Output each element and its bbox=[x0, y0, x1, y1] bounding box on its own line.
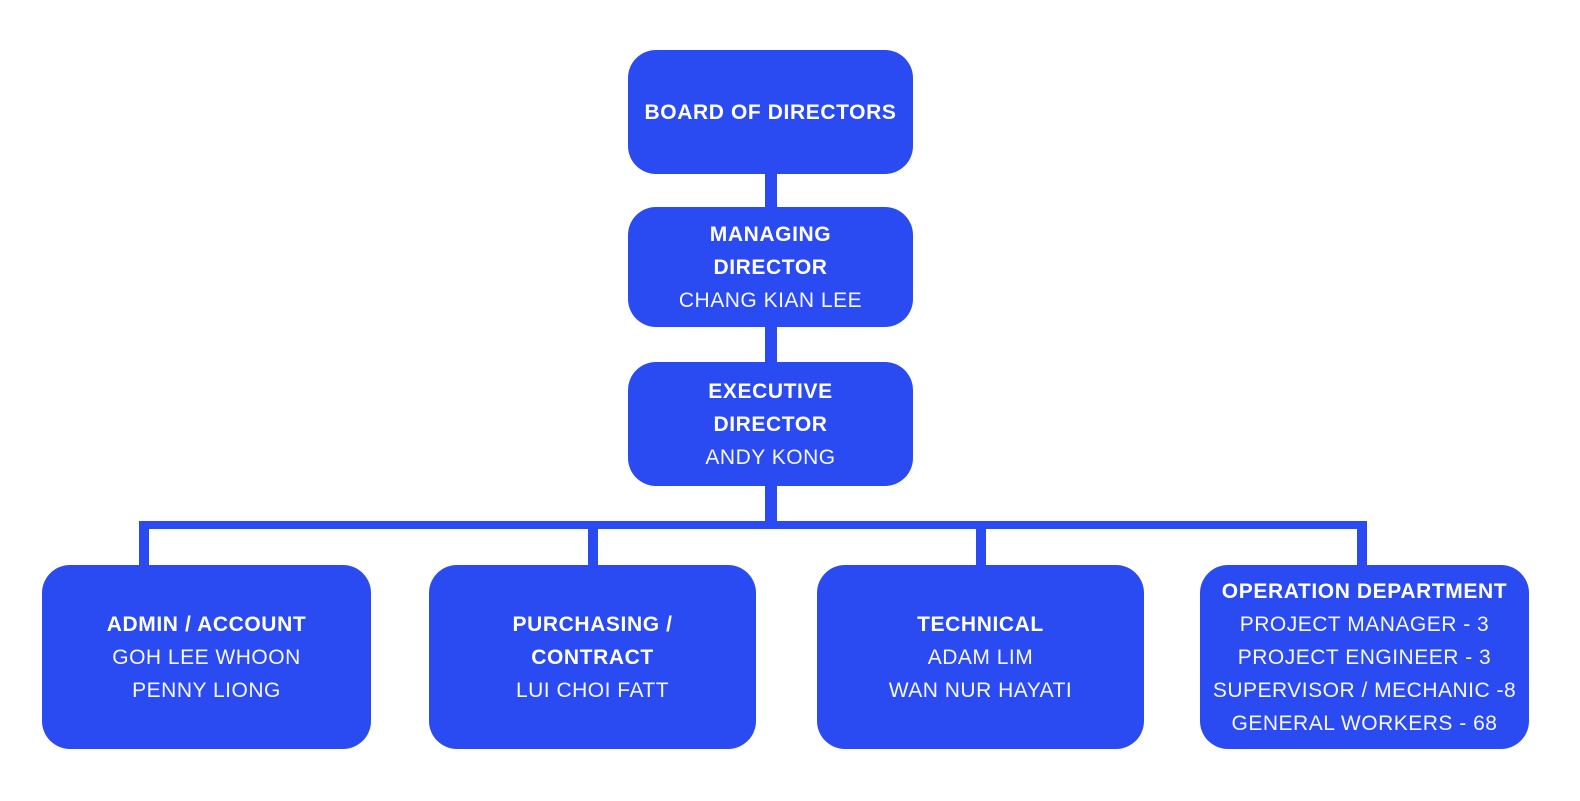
node-role-count: PROJECT ENGINEER - 3 bbox=[1237, 645, 1492, 669]
node-person-name: CHANG KIAN LEE bbox=[678, 288, 863, 312]
node-role-count: SUPERVISOR / MECHANIC -8 bbox=[1212, 678, 1517, 702]
node-person-name: ADAM LIM bbox=[927, 645, 1034, 669]
connector-board-to-managing bbox=[765, 172, 777, 209]
node-title-line: DIRECTOR bbox=[713, 412, 828, 436]
node-person-name: ANDY KONG bbox=[705, 445, 836, 469]
node-title-line: DIRECTOR bbox=[713, 255, 828, 279]
connector-executive-to-rail bbox=[765, 484, 777, 525]
connector-stub-technical bbox=[976, 527, 986, 567]
node-person-name: GOH LEE WHOON bbox=[112, 645, 301, 669]
node-title-line: TECHNICAL bbox=[917, 612, 1044, 636]
org-node-board-of-directors[interactable]: BOARD OF DIRECTORS bbox=[628, 50, 913, 174]
node-title-line: PURCHASING / bbox=[512, 612, 673, 636]
node-person-name: LUI CHOI FATT bbox=[515, 678, 670, 702]
node-person-name: WAN NUR HAYATI bbox=[888, 678, 1073, 702]
connector-stub-purchasing-contract bbox=[588, 527, 598, 567]
node-title-line: MANAGING bbox=[709, 222, 832, 246]
org-node-admin-account[interactable]: ADMIN / ACCOUNT GOH LEE WHOON PENNY LION… bbox=[42, 565, 371, 749]
org-node-executive-director[interactable]: EXECUTIVE DIRECTOR ANDY KONG bbox=[628, 362, 913, 486]
node-person-name: PENNY LIONG bbox=[132, 678, 281, 702]
connector-managing-to-executive bbox=[765, 325, 777, 364]
org-node-operation-department[interactable]: OPERATION DEPARTMENT PROJECT MANAGER - 3… bbox=[1200, 565, 1529, 749]
org-node-technical[interactable]: TECHNICAL ADAM LIM WAN NUR HAYATI bbox=[817, 565, 1144, 749]
node-title-line: ADMIN / ACCOUNT bbox=[106, 612, 307, 636]
connector-horizontal-rail bbox=[139, 521, 1367, 529]
connector-stub-operation-department bbox=[1357, 527, 1367, 567]
node-title: BOARD OF DIRECTORS bbox=[644, 100, 897, 124]
node-role-count: PROJECT MANAGER - 3 bbox=[1239, 612, 1490, 636]
node-title-line: EXECUTIVE bbox=[708, 379, 833, 403]
node-title-line: CONTRACT bbox=[531, 645, 654, 669]
org-node-managing-director[interactable]: MANAGING DIRECTOR CHANG KIAN LEE bbox=[628, 207, 913, 327]
connector-stub-admin-account bbox=[139, 527, 149, 567]
node-role-count: GENERAL WORKERS - 68 bbox=[1231, 711, 1498, 735]
node-title-line: OPERATION DEPARTMENT bbox=[1221, 579, 1508, 603]
org-node-purchasing-contract[interactable]: PURCHASING / CONTRACT LUI CHOI FATT bbox=[429, 565, 756, 749]
